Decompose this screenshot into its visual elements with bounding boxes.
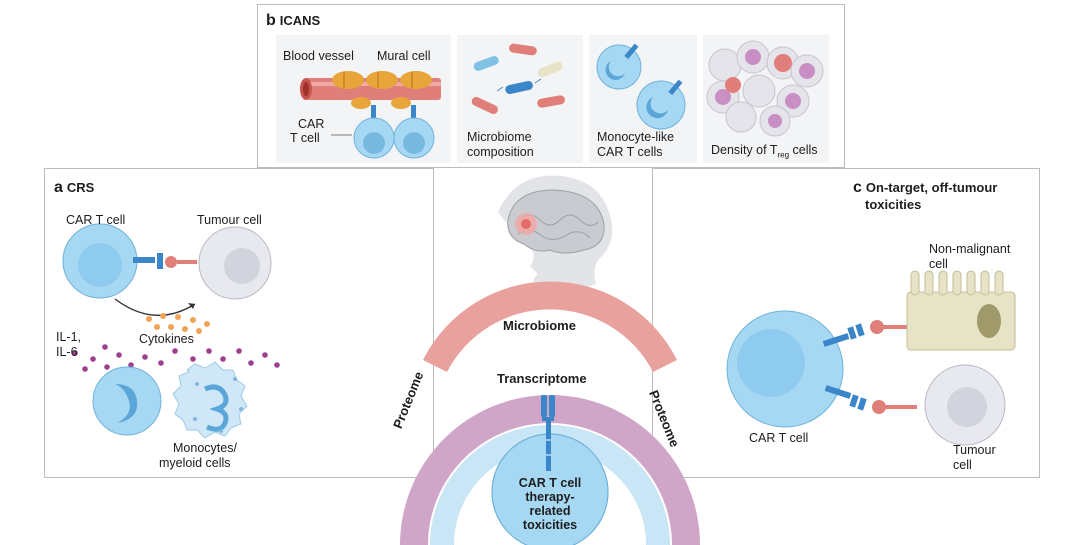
- car-t-label-line2: T cell: [290, 131, 320, 145]
- core-line1: CAR T cell: [518, 476, 582, 490]
- proteome-band: [400, 395, 700, 545]
- brain: [507, 189, 605, 254]
- mural-cell-label: Mural cell: [377, 49, 431, 63]
- monocyte-like-label-line1: Monocyte-like: [597, 130, 675, 144]
- treg-density-box: Density of Treg cells: [703, 35, 829, 163]
- microbiome-band-label: Microbiome: [503, 318, 576, 333]
- il6-label: IL-6: [56, 345, 78, 359]
- il1-label: IL-1,: [56, 330, 82, 344]
- monocyte-like-box: Monocyte-like CAR T cells: [589, 35, 697, 163]
- on-target-illustration: [726, 270, 1016, 446]
- treg-density-prefix: Density of T: [711, 143, 778, 157]
- nonmalignant-label-line1: Non-malignant: [929, 242, 1011, 256]
- car-t-label-line1: CAR: [298, 117, 325, 131]
- panel-b-title: ICANS: [279, 13, 321, 28]
- monocytes-label-line2: myeloid cells: [159, 456, 231, 470]
- microbiome-band: [423, 281, 677, 372]
- transcriptome-band: [430, 425, 670, 545]
- core-line2: therapy-: [525, 490, 575, 504]
- treg-density-suffix: cells: [789, 143, 818, 157]
- panel-b-letter: b: [266, 12, 276, 29]
- core-label: CAR T cell therapy- related toxicities: [505, 476, 595, 532]
- monocyte-like-illustration: [596, 43, 686, 130]
- panel-c-letter: c: [853, 179, 862, 196]
- core-line4: toxicities: [522, 518, 578, 532]
- nonmalignant-label-line2: cell: [929, 257, 948, 271]
- blood-vessel-label: Blood vessel: [283, 49, 354, 63]
- panel-c-title-line2: toxicities: [865, 197, 922, 212]
- blood-vessel-illustration: [300, 71, 441, 159]
- crs-car-t-label: CAR T cell: [66, 213, 126, 227]
- treg-density-label: Density of Treg cells: [711, 143, 818, 163]
- monocyte-like-label-line2: CAR T cells: [597, 145, 663, 159]
- panel-a-letter: a: [54, 179, 63, 196]
- microbiome-label-line2: composition: [467, 145, 534, 159]
- on-target-car-t-label: CAR T cell: [749, 431, 809, 445]
- microbiome-label-line1: Microbiome: [467, 130, 532, 144]
- blood-vessel-box: Blood vessel Mural cell CAR T cell: [276, 35, 451, 163]
- crs-tumour-label: Tumour cell: [197, 213, 262, 227]
- cytokines-label: Cytokines: [139, 332, 194, 346]
- on-target-tumour-line2: cell: [953, 458, 972, 472]
- microbiome-box: Microbiome composition: [457, 35, 583, 163]
- monocytes-label-line1: Monocytes/: [173, 441, 237, 455]
- treg-illustration: [706, 40, 824, 137]
- transcriptome-band-label: Transcriptome: [497, 371, 587, 386]
- on-target-tumour-line1: Tumour: [953, 443, 996, 457]
- crs-illustration: [62, 223, 280, 439]
- panel-c-title-line1: On-target, off-tumour: [865, 180, 998, 195]
- core-line3: related: [529, 504, 571, 518]
- panel-a-title: CRS: [66, 180, 95, 195]
- microbiome-illustration: [471, 43, 565, 114]
- treg-density-sub: reg: [777, 150, 790, 160]
